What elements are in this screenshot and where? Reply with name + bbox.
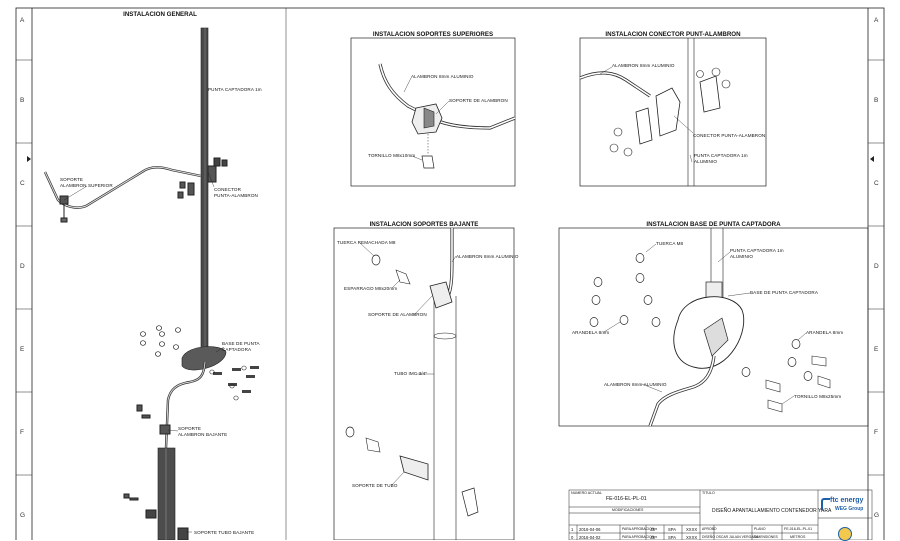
panel-bajante-frame xyxy=(333,227,515,540)
tb-titulo-label: TITULO xyxy=(702,491,715,495)
title-block-frame xyxy=(568,489,873,540)
panel-superiores-frame xyxy=(350,37,516,187)
tb-titulo: DISEÑO APANTALLAMIENTO CONTENEDOR YARA xyxy=(712,508,832,514)
label-base-1: BASE DE PUNTA xyxy=(222,341,260,346)
label-baj-tubo: TUBO IMC 3/4" xyxy=(394,371,428,376)
label-base-tornillo: TORNILLO M8x25mm xyxy=(794,394,842,399)
label-sup-alambron: ALAMBRON 8mm ALUMINIO xyxy=(411,74,474,79)
label-con-punta-2: ALUMINIO xyxy=(694,159,718,164)
label-conector-2: PUNTA-ALAMBRON xyxy=(214,193,258,198)
label-base-arandela-left: ARANDELA 8mm xyxy=(572,330,610,335)
label-baj-soporte-tubo: SOPORTE DE TUBO xyxy=(352,483,398,488)
tb-row-1-c: XXXX xyxy=(686,527,698,532)
seal-icon xyxy=(838,527,852,541)
zone-letter-right-f: F xyxy=(874,429,878,436)
label-soporte-baj-2: ALAMBRON BAJANTE xyxy=(178,432,228,437)
panel-base-frame xyxy=(558,227,869,427)
label-base-punta-1: PUNTA CAPTADORA 1m xyxy=(730,248,784,253)
label-sup-tornillo: TORNILLO M8x10mm xyxy=(368,153,416,158)
panel-conector-frame xyxy=(579,37,767,187)
label-baj-alambron: ALAMBRON 8mm ALUMINIO xyxy=(456,254,519,259)
zone-letter-left-e: E xyxy=(20,346,25,353)
label-base-tuerca: TUERCA M8 xyxy=(656,241,684,246)
zone-letter-right-e: E xyxy=(874,346,879,353)
tb-dimensiones-label: DIMENSIONES xyxy=(754,535,778,539)
label-base-2: CAPTADORA xyxy=(222,347,252,352)
company-logo: ftc energy WEG Group xyxy=(821,496,871,516)
label-sup-soporte: SOPORTE DE ALAMBRON xyxy=(449,98,508,103)
logo-mark-icon xyxy=(821,498,830,510)
tb-row-1-a: JJP xyxy=(650,527,657,532)
tb-row-1-fecha: 2016-04-06 xyxy=(579,527,601,532)
zone-letter-right-c: C xyxy=(874,180,879,187)
superiores-drawing xyxy=(378,63,516,169)
label-conector-1: CONECTOR xyxy=(214,187,242,192)
label-soporte-sup-1: SOPORTE xyxy=(60,177,84,182)
zone-letter-left-f: F xyxy=(20,429,24,436)
zone-letter-right-d: D xyxy=(874,263,879,270)
label-soporte-tubo-bajante: SOPORTE TUBO BAJANTE xyxy=(194,530,255,535)
conector-title: INSTALACION CONECTOR PUNT-ALAMBRON xyxy=(605,31,741,38)
label-baj-soporte: SOPORTE DE ALAMBRON xyxy=(368,312,427,317)
label-soporte-sup-2: ALAMBRON SUPERIOR xyxy=(60,183,113,188)
label-soporte-baj-1: SOPORTE xyxy=(178,426,202,431)
label-con-alambron: ALAMBRON 8mm ALUMINIO xyxy=(612,63,675,68)
tb-plano-label: PLANO xyxy=(754,527,766,531)
label-con-punta-1: PUNTA CAPTADORA 1m xyxy=(694,153,748,158)
conector-drawing xyxy=(579,38,731,186)
tb-numero-actual: FE-016-EL-PL-01 xyxy=(606,496,647,502)
tb-diseno-label: DISEÑO xyxy=(702,535,715,539)
zone-letter-left-a: A xyxy=(20,17,25,24)
superiores-title: INSTALACION SOPORTES SUPERIORES xyxy=(372,31,494,38)
bajante-title: INSTALACION SOPORTES BAJANTE xyxy=(369,221,479,228)
label-baj-esparrago: ESPARRAGO M8x20mm xyxy=(344,286,398,291)
tb-row-0-desc: PARA APROBACION xyxy=(622,535,655,539)
tb-row-1-desc: PARA APROBACION xyxy=(622,527,655,531)
label-con-conector: CONECTOR PUNTA-ALAMBRON xyxy=(693,133,766,138)
tb-modificaciones: MODIFICACIONES xyxy=(612,508,644,512)
tb-row-0-n: 0 xyxy=(571,535,574,540)
tb-aprobo: APROBO xyxy=(702,527,717,531)
base-title: INSTALACION BASE DE PUNTA CAPTADORA xyxy=(646,221,781,228)
tb-disenador: OSCAR JULIAN VERGARA xyxy=(716,535,759,539)
logo-subtext: WEG Group xyxy=(835,506,864,512)
tb-row-1-b: SPA xyxy=(668,527,677,532)
bajante-drawing xyxy=(345,228,479,540)
tb-row-1-n: 1 xyxy=(571,527,574,532)
label-punta-captadora: PUNTA CAPTADORA 1m xyxy=(208,87,262,92)
sheet-border xyxy=(15,7,885,540)
label-base-punta-2: ALUMINIO xyxy=(730,254,754,259)
tb-plano-num: FE-016-EL-PL-01 xyxy=(784,527,813,531)
label-base-base: BASE DE PUNTA CAPTADORA xyxy=(750,290,818,295)
label-base-arandela-right: ARANDELA 8mm xyxy=(806,330,844,335)
zone-letter-left-c: C xyxy=(20,180,25,187)
general-title: INSTALACION GENERAL xyxy=(123,11,197,18)
label-base-alambron: ALAMBRON 8mm ALUMINIO xyxy=(604,382,667,387)
tb-row-0-fecha: 2016-04-02 xyxy=(579,535,601,540)
zone-letter-left-g: G xyxy=(20,512,26,519)
zone-letter-right-a: A xyxy=(874,17,879,24)
tb-row-0-b: SPA xyxy=(668,535,677,540)
zone-letter-right-g: G xyxy=(874,512,880,519)
tb-numero-actual-label: NUMERO ACTUAL xyxy=(571,491,602,495)
tb-row-0-a: JJP xyxy=(650,535,657,540)
label-baj-tuerca: TUERCA REMACHADA M8 xyxy=(337,240,396,245)
tb-row-0-c: XXXX xyxy=(686,535,698,540)
tb-unidad: METROS xyxy=(790,535,806,539)
zone-letter-left-d: D xyxy=(20,263,25,270)
base-drawing xyxy=(589,228,831,427)
general-assembly-drawing xyxy=(43,27,259,540)
zone-letter-left-b: B xyxy=(20,97,25,104)
zone-letter-right-b: B xyxy=(874,97,879,104)
logo-text: ftc energy xyxy=(830,497,864,504)
